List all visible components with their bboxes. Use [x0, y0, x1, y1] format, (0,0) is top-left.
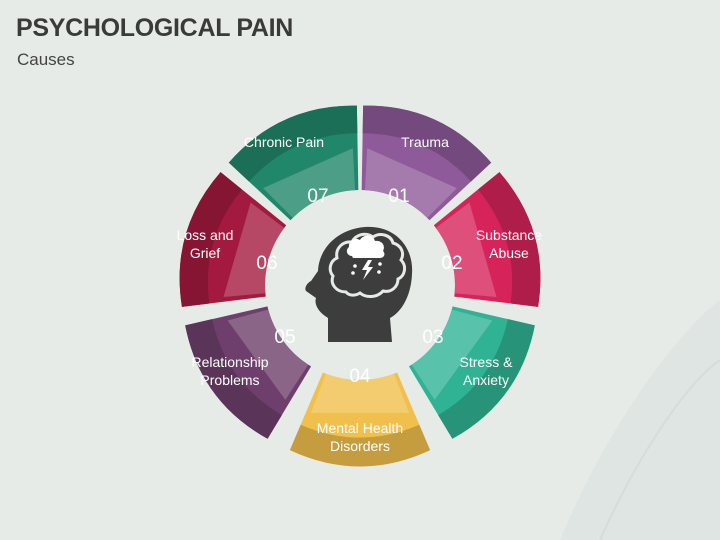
segment-number: 02: [441, 253, 462, 274]
segment-badge: [435, 202, 497, 297]
segment-badge: [310, 373, 410, 413]
segment-badge: [411, 309, 493, 400]
head-silhouette: [305, 226, 413, 342]
segment-rim: [438, 319, 535, 439]
segment-rim: [289, 424, 431, 467]
segment-badge: [227, 309, 309, 400]
segment-label: Grief: [190, 245, 220, 261]
lightning-bolt-icon: [362, 260, 373, 280]
brain-outline: [328, 232, 407, 298]
page-subtitle: Causes: [17, 50, 75, 69]
segment-number: 01: [388, 186, 409, 207]
raindrop-icon: [378, 262, 382, 266]
segment-label: Problems: [200, 372, 259, 388]
segment-rim: [179, 172, 243, 307]
segment-rim: [362, 105, 492, 182]
storm-cloud-icon: [346, 235, 385, 258]
segment-label: Anxiety: [463, 372, 509, 388]
segment-label: Stress &: [460, 354, 514, 370]
head-with-storm-cloud-brain-icon: [305, 226, 413, 342]
segment-number: 06: [256, 253, 277, 274]
segment-01: 01 Trauma: [361, 105, 492, 221]
segment-rim: [477, 172, 541, 307]
background-curve-line: [599, 359, 720, 540]
segment-number: 05: [274, 327, 295, 348]
segment-badge: [263, 148, 356, 218]
segment-label: Mental Health: [317, 420, 403, 436]
background-curve: [560, 300, 720, 540]
segment-rim: [228, 105, 358, 182]
segment-badge: [223, 202, 285, 297]
segment-badge: [364, 148, 457, 218]
segment-label: Loss and: [177, 227, 234, 243]
page-title: PSYCHOLOGICAL PAIN: [16, 14, 294, 42]
segment-label: Chronic Pain: [244, 134, 324, 150]
segment-rim: [185, 319, 282, 439]
segment-07: 07 Chronic Pain: [228, 105, 359, 221]
raindrop-icon: [351, 271, 355, 275]
segment-label: Trauma: [401, 134, 449, 150]
segment-label: Substance: [476, 227, 542, 243]
raindrop-icon: [353, 264, 357, 268]
segment-number: 03: [422, 327, 443, 348]
raindrop-icon: [377, 270, 381, 274]
segment-label: Disorders: [330, 438, 390, 454]
segment-label: Relationship: [191, 354, 268, 370]
segment-number: 04: [349, 366, 371, 387]
segment-number: 07: [307, 186, 328, 207]
segment-label: Abuse: [489, 245, 529, 261]
